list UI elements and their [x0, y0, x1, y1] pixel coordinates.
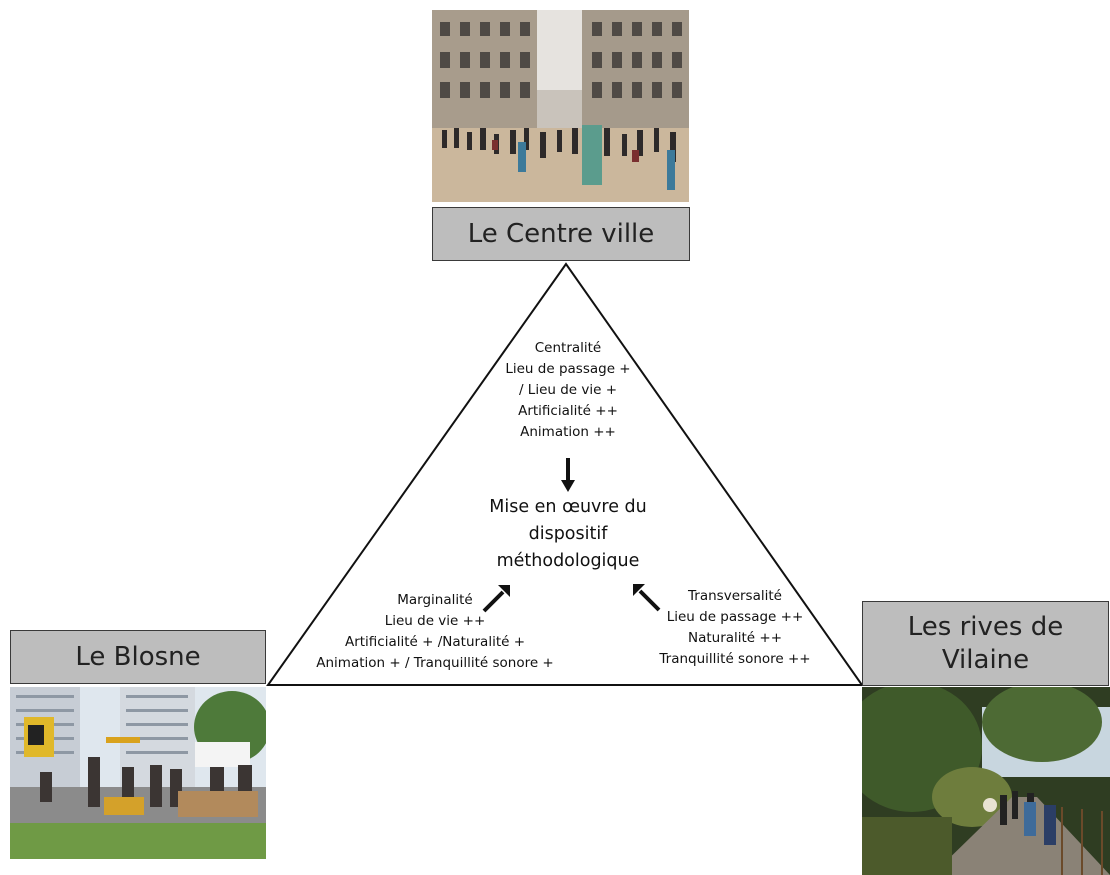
left-vertex-attributes: Marginalité Lieu de vie ++ Artificialité… — [290, 590, 580, 674]
attribute-line: Lieu de passage ++ — [666, 609, 804, 625]
arrow-up-right-icon — [482, 585, 510, 613]
arrow-up-left-icon — [633, 584, 661, 612]
attribute-line: / Lieu de vie + — [518, 382, 618, 398]
attribute-line: Centralité — [534, 340, 602, 356]
center-line: Mise en œuvre du — [489, 497, 647, 517]
arrow-down-icon — [561, 458, 575, 492]
attribute-line: Artificialité ++ — [518, 403, 618, 419]
attribute-line: Animation ++ — [520, 424, 616, 440]
top-vertex-attributes: Centralité Lieu de passage + / Lieu de v… — [478, 338, 658, 443]
right-vertex-attributes: Transversalité Lieu de passage ++ Natura… — [645, 586, 825, 670]
riverside-path-photo — [862, 687, 1110, 875]
node-label-blosne: Le Blosne — [10, 630, 266, 684]
attribute-line: Tranquillité sonore ++ — [659, 651, 811, 667]
attribute-line: Marginalité — [397, 592, 473, 608]
attribute-line: Animation + / Tranquillité sonore + — [316, 655, 554, 671]
city-square-crowd-photo — [432, 10, 689, 202]
node-label-rives-vilaine-line-1: Les rives de — [907, 612, 1064, 642]
node-label-blosne-text: Le Blosne — [75, 641, 201, 672]
attribute-line: Naturalité ++ — [687, 630, 783, 646]
attribute-line: Artificialité + /Naturalité + — [344, 634, 526, 650]
triangle-outline — [266, 262, 864, 686]
node-label-rives-vilaine: Les rives de Vilaine — [862, 601, 1109, 686]
neighborhood-gathering-photo — [10, 687, 266, 859]
node-label-rives-vilaine-line-2: Vilaine — [941, 644, 1030, 675]
center-line: dispositif — [528, 524, 608, 544]
attribute-line: Lieu de vie ++ — [384, 613, 486, 629]
attribute-line: Transversalité — [688, 588, 782, 604]
attribute-line: Lieu de passage + — [505, 361, 631, 377]
node-label-centre-ville: Le Centre ville — [432, 207, 690, 261]
center-line: méthodologique — [496, 551, 640, 571]
center-method-text: Mise en œuvre du dispositif méthodologiq… — [468, 494, 668, 575]
node-label-centre-ville-text: Le Centre ville — [467, 218, 655, 249]
